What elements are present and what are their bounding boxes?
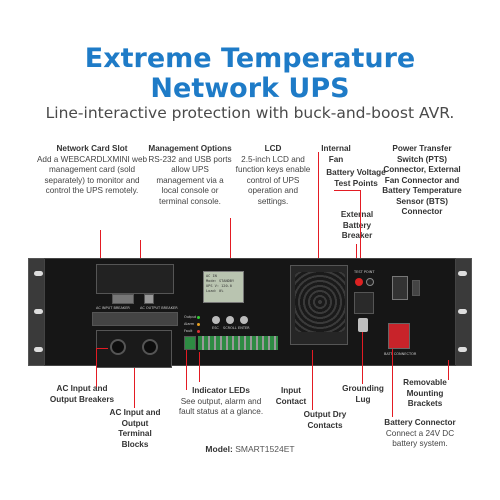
callout-internal-fan: Internal Fan: [316, 144, 356, 165]
led-label-alarm: Alarm: [184, 322, 195, 326]
callout-title: Output Dry Contacts: [303, 410, 347, 430]
fault-led: [197, 330, 200, 333]
lcd-display: AC IN Mode: STANDBY UPS V: 120.0 Load: 0…: [203, 271, 244, 303]
callout-title: AC Input and Output Terminal Blocks: [109, 408, 161, 449]
scroll-key[interactable]: [226, 316, 234, 324]
callout-title: AC Input and Output Breakers: [49, 384, 115, 404]
callout-body: RS-232 and USB ports allow UPS managemen…: [148, 154, 232, 206]
callout-title: Network Card Slot: [56, 144, 128, 153]
callout-external-battery-breaker: External Battery Breaker: [332, 210, 382, 242]
ac-input-breaker-label: AC INPUT BREAKER: [96, 306, 130, 310]
ac-breaker-strip: [92, 312, 178, 326]
esc-label: ESC: [212, 326, 219, 330]
callout-pts-connector: Power Transfer Switch (PTS) Connector, E…: [382, 144, 462, 218]
callout-output-dry-contacts: Output Dry Contacts: [294, 410, 356, 431]
led-label-fault: Fault: [184, 329, 193, 333]
esc-key[interactable]: [212, 316, 220, 324]
usb-port[interactable]: [144, 294, 154, 304]
lcd-line: UPS V: 120.0: [206, 284, 232, 288]
lcd-line: Load: 0%: [206, 289, 224, 293]
enter-label: ENTER: [238, 326, 250, 330]
callout-title: Indicator LEDs: [192, 386, 250, 395]
callout-title: Battery Connector: [384, 418, 456, 427]
model-caption: Model: SMART1524ET: [0, 444, 500, 454]
callout-network-card-slot: Network Card Slot Add a WEBCARDLXMINI we…: [36, 144, 148, 197]
callout-ac-terminal-blocks: AC Input and Output Terminal Blocks: [104, 408, 166, 450]
model-label: Model:: [205, 444, 233, 454]
output-dry-contacts[interactable]: [198, 336, 278, 350]
callout-title: Power Transfer Switch (PTS) Connector, E…: [382, 144, 462, 216]
callout-battery-voltage-test: Battery Voltage Test Points: [323, 168, 389, 189]
callout-body: See output, alarm and fault status at a …: [178, 396, 264, 417]
callout-management-options: Management Options RS-232 and USB ports …: [148, 144, 232, 207]
callout-indicator-leds: Indicator LEDs See output, alarm and fau…: [176, 386, 266, 418]
bts-connector[interactable]: [412, 280, 420, 296]
alarm-led: [197, 323, 200, 326]
grounding-lug[interactable]: [358, 318, 368, 332]
battery-test-point-negative[interactable]: [366, 278, 374, 286]
callout-body: Add a WEBCARDLXMINI web management card …: [36, 154, 148, 196]
input-contact-terminal[interactable]: [184, 336, 196, 350]
internal-fan: [290, 265, 348, 345]
pts-connector[interactable]: [392, 276, 408, 300]
callout-body: Connect a 24V DC battery system.: [385, 428, 455, 449]
callout-battery-connector: Battery Connector Connect a 24V DC batte…: [378, 418, 462, 450]
external-battery-breaker[interactable]: [354, 292, 374, 314]
test-point-label: TEST POINT: [354, 270, 375, 274]
callout-body: 2.5-inch LCD and function keys enable co…: [235, 154, 311, 206]
lcd-line: AC IN: [206, 274, 217, 278]
rs232-port[interactable]: [112, 294, 134, 304]
model-number: SMART1524ET: [235, 444, 295, 454]
ac-terminal-block-cover: [96, 330, 172, 368]
battery-connector[interactable]: [388, 323, 410, 349]
callout-title: Management Options: [148, 144, 232, 153]
title-line-2: Network UPS: [150, 73, 350, 104]
network-card-slot[interactable]: [96, 264, 174, 294]
callout-title: Removable Mounting Brackets: [403, 378, 447, 408]
ac-output-breaker[interactable]: [142, 339, 158, 355]
callout-title: External Battery Breaker: [340, 210, 374, 240]
callout-title: Grounding Lug: [342, 384, 384, 404]
battery-test-point-positive[interactable]: [355, 278, 363, 286]
output-led: [197, 316, 200, 319]
callout-title: Input Contact: [275, 386, 307, 406]
subtitle: Line-interactive protection with buck-an…: [45, 104, 455, 122]
callout-ac-breakers: AC Input and Output Breakers: [42, 384, 122, 405]
callout-removable-brackets: Removable Mounting Brackets: [394, 378, 456, 410]
callout-title: Internal Fan: [321, 144, 351, 164]
lcd-line: Mode: STANDBY: [206, 279, 235, 283]
ac-output-breaker-label: AC OUTPUT BREAKER: [140, 306, 178, 310]
enter-key[interactable]: [240, 316, 248, 324]
scroll-label: SCROLL: [223, 326, 237, 330]
callout-title: LCD: [264, 144, 282, 153]
led-label-output: Output: [184, 315, 197, 319]
callout-grounding-lug: Grounding Lug: [338, 384, 388, 405]
callout-input-contact: Input Contact: [266, 386, 316, 407]
callout-title: Battery Voltage Test Points: [326, 168, 386, 188]
title-line-1: Extreme Temperature: [84, 43, 416, 74]
ac-input-breaker[interactable]: [110, 339, 126, 355]
batt-connector-label: BATT CONNECTOR: [384, 352, 417, 356]
callout-lcd: LCD 2.5-inch LCD and function keys enabl…: [232, 144, 314, 207]
